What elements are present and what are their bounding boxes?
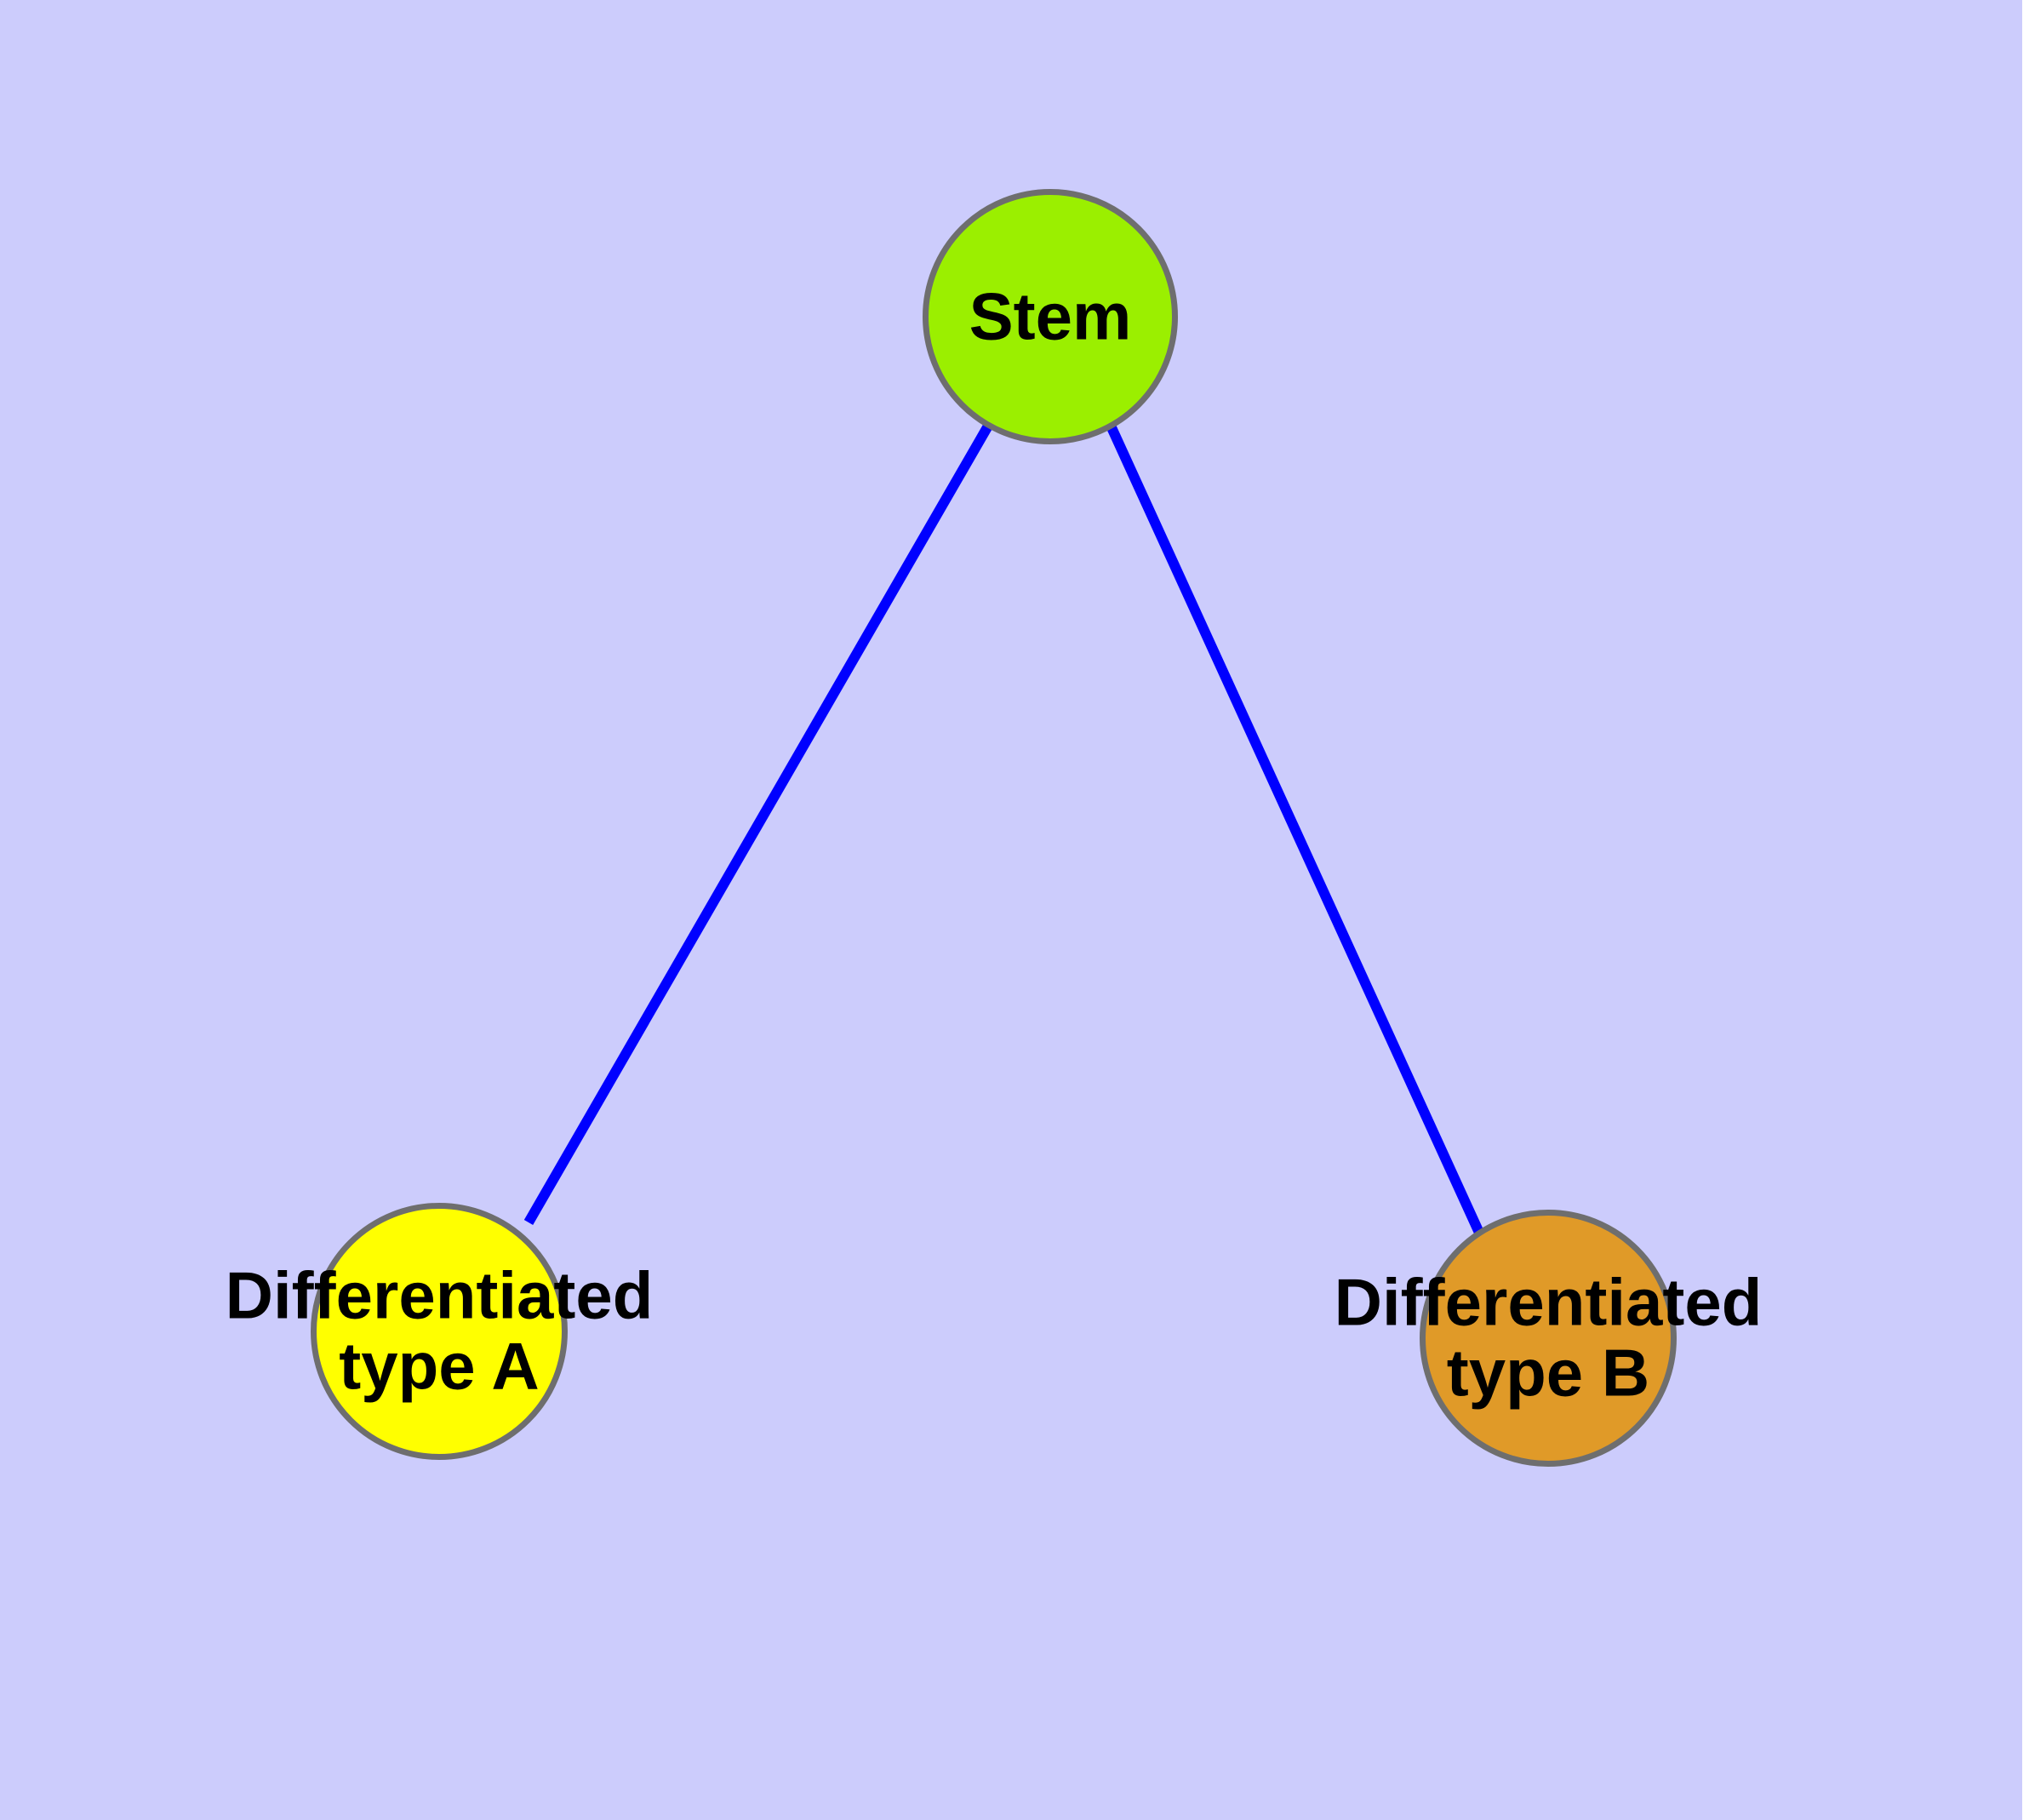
node-stem[interactable] [923,189,1178,444]
node-layer [311,189,1677,1467]
edge-layer [523,423,1484,1235]
node-differentiated-type-a[interactable] [311,1203,568,1460]
node-differentiated-type-b[interactable] [1420,1210,1677,1467]
edge-stem-to-diff-b [1106,423,1484,1235]
edge-stem-to-diff-a [523,425,992,1225]
